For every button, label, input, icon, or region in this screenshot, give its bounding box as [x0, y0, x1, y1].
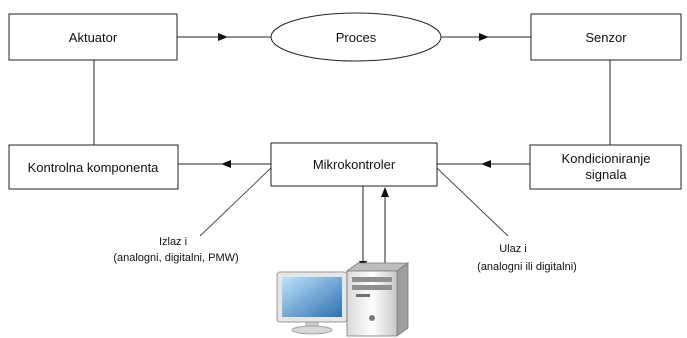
proces-ellipse	[270, 12, 442, 62]
aktuator-label: Aktuator	[69, 30, 118, 45]
izlazi-leader-line	[199, 167, 272, 237]
kondicioniranje-label-line1: Kondicioniranje	[562, 151, 651, 166]
senzor-label: Senzor	[585, 30, 627, 45]
ulazi-title: Ulaz i	[499, 243, 527, 255]
ulazi-detail: (analogni ili digitalni)	[477, 261, 577, 273]
izlazi-detail: (analogni, digitalni, PMW)	[113, 252, 238, 264]
computer-monitor-icon	[276, 271, 348, 335]
computer-tower-icon	[345, 262, 410, 337]
mikrokontroler-label: Mikrokontroler	[313, 157, 396, 172]
senzor-box	[530, 13, 682, 61]
ulazi-leader-line	[436, 167, 509, 237]
kondicioniranje-box	[529, 144, 682, 190]
kontrolna-komponenta-label: Kontrolna komponenta	[28, 160, 160, 175]
proces-label: Proces	[336, 30, 377, 45]
mikrokontroler-box	[270, 142, 438, 187]
kondicioniranje-label-line2: signala	[585, 167, 627, 182]
kontrolna-komponenta-box	[8, 144, 179, 190]
izlazi-title: Izlaz i	[159, 236, 187, 248]
aktuator-box	[8, 13, 178, 61]
